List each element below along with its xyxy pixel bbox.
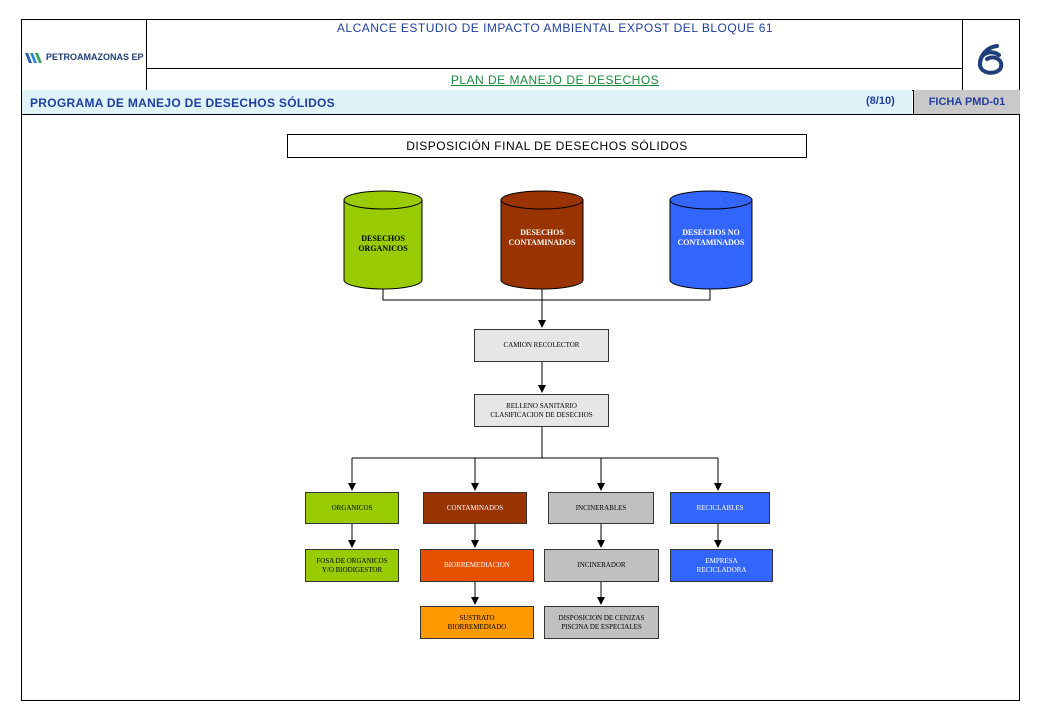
container-organicos: DESECHOS ORGANICOS xyxy=(343,190,423,290)
landfill-box: RELLENO SANITARIO CLASIFICACION DE DESEC… xyxy=(474,394,609,427)
block-six-icon xyxy=(977,44,1004,75)
container-contaminados-label: DESECHOS CONTAMINADOS xyxy=(508,228,576,247)
treatment-incinerador: INCINERADOR xyxy=(544,549,659,582)
petroamazonas-logo-icon xyxy=(25,53,42,63)
category-organicos: ORGANICOS xyxy=(305,492,399,524)
header-right-divider xyxy=(962,19,963,90)
program-bar xyxy=(22,90,912,114)
diagram-title: DISPOSICIÓN FINAL DE DESECHOS SÓLIDOS xyxy=(287,134,807,158)
final-disposicion-cenizas: DISPOSICION DE CENIZAS PISCINA DE ESPECI… xyxy=(544,606,659,639)
logo-cell xyxy=(21,19,147,90)
block-logo xyxy=(963,19,1020,90)
container-contaminados: DESECHOS CONTAMINADOS xyxy=(500,190,584,290)
container-organicos-label: DESECHOS ORGANICOS xyxy=(358,234,408,253)
container-no-contaminados-label: DESECHOS NO CONTAMINADOS xyxy=(677,228,745,247)
category-reciclables: RECICLABLES xyxy=(670,492,770,524)
page-indicator: (8/10) xyxy=(866,95,895,107)
header-divider xyxy=(147,68,963,69)
cylinder-body xyxy=(500,199,584,290)
cylinder-body xyxy=(669,199,753,290)
cylinder-top xyxy=(343,190,423,210)
container-no-contaminados: DESECHOS NO CONTAMINADOS xyxy=(669,190,753,290)
category-contaminados: CONTAMINADOS xyxy=(423,492,527,524)
cylinder-top xyxy=(500,190,584,210)
cylinder-top xyxy=(669,190,753,210)
program-bottom-line xyxy=(21,114,1020,115)
petroamazonas-logo: PETROAMAZONAS EP xyxy=(24,50,146,66)
cylinder-body xyxy=(343,199,423,290)
treatment-empresa-recicladora: EMPRESA RECICLADORA xyxy=(670,549,773,582)
category-incinerables: INCINERABLES xyxy=(548,492,654,524)
collector-box: CAMION RECOLECTOR xyxy=(474,329,609,362)
final-sustrato-biorremediado: SUSTRATO BIORREMEDIADO xyxy=(420,606,534,639)
ficha-code: FICHA PMD-01 xyxy=(913,90,1020,114)
document-title: ALCANCE ESTUDIO DE IMPACTO AMBIENTAL EXP… xyxy=(336,21,774,35)
page-frame xyxy=(21,19,1020,701)
treatment-fosa-organicos: FOSA DE ORGANICOS Y/O BIODIGESTOR xyxy=(305,549,399,582)
logo-text: PETROAMAZONAS EP xyxy=(46,52,144,62)
program-title: PROGRAMA DE MANEJO DE DESECHOS SÓLIDOS xyxy=(30,96,335,110)
section-subtitle: PLAN DE MANEJO DE DESECHOS xyxy=(450,73,660,87)
treatment-biorremediacion: BIORREMEDIACION xyxy=(420,549,534,582)
